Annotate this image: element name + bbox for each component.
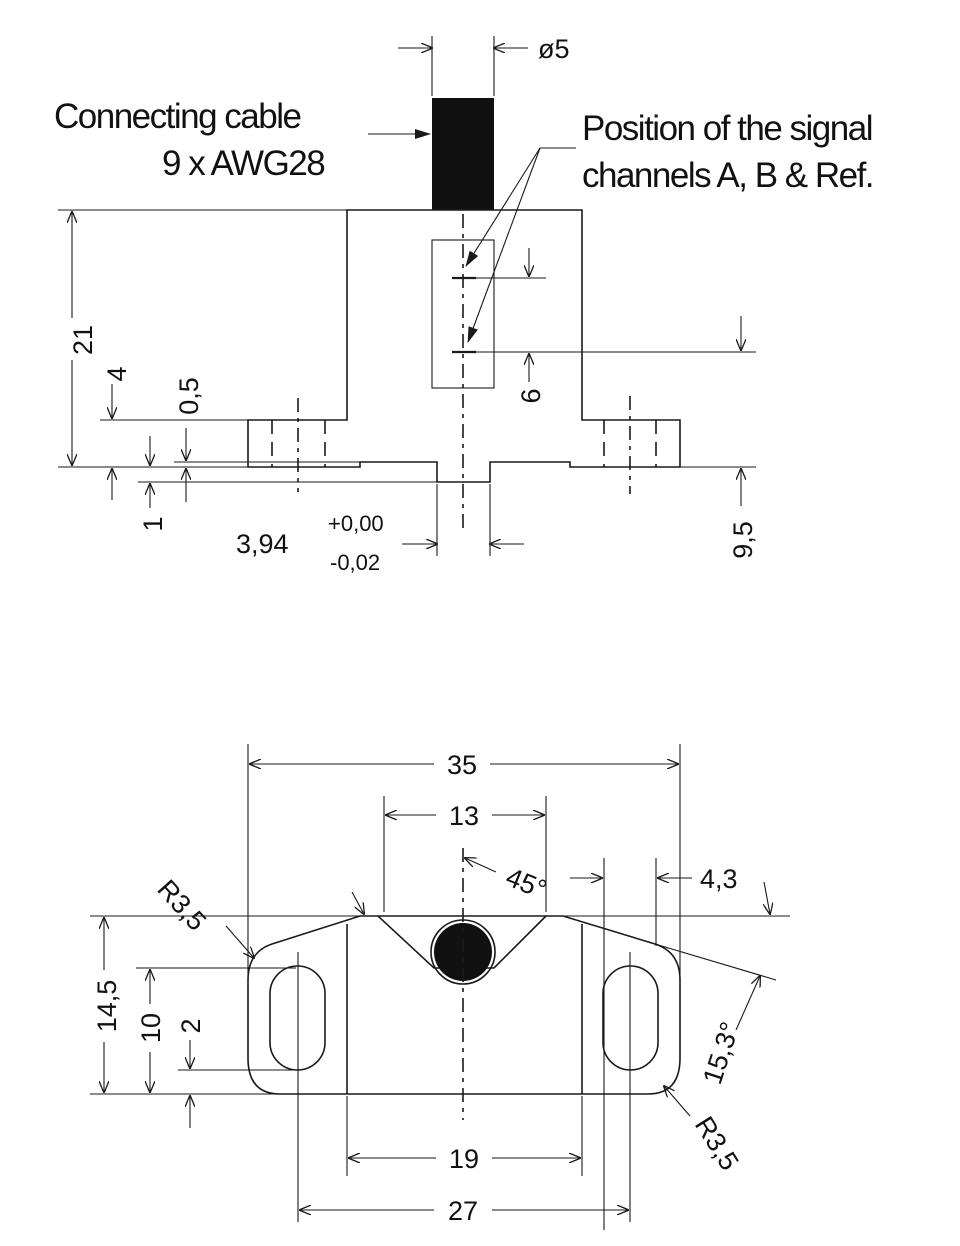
cable-body [432, 98, 494, 210]
dim05-label: 0,5 [174, 377, 204, 415]
radius-left-arrow [225, 925, 254, 958]
top-outline [247, 915, 681, 1095]
dim394-tol-plus: +0,00 [328, 511, 384, 536]
top-view: 35 13 45° 4,3 R3,5 R3,5 15,3° 14,5 [90, 744, 790, 1230]
dim13-label: 13 [449, 801, 479, 831]
radius-left-arrow-top [351, 891, 364, 914]
dim43-label: 4,3 [700, 864, 738, 894]
dim2-label: 2 [176, 1018, 206, 1033]
dim45-arrow [465, 858, 497, 873]
signal-callout-arrow-a [465, 147, 541, 267]
dim1-label: 1 [138, 516, 168, 531]
dim6-label: 6 [516, 388, 546, 403]
dim43-top-arrow [764, 881, 770, 914]
radius-right-arrow [664, 1086, 691, 1117]
dim4-label: 4 [102, 366, 132, 381]
signal-callout-arrow-b [467, 147, 541, 343]
cable-label-line1: Connecting cable [54, 97, 300, 136]
dim145-label: 14,5 [92, 980, 122, 1033]
dim10-label: 10 [136, 1013, 166, 1043]
dim394-tol-minus: -0,02 [330, 550, 380, 575]
dim45-label: 45° [502, 862, 551, 905]
radius-right-label: R3,5 [689, 1111, 745, 1175]
dim27-label: 27 [448, 1196, 478, 1226]
cable-diameter-label: ø5 [538, 34, 570, 64]
signal-label-line1: Position of the signal [582, 109, 872, 148]
dim19-label: 19 [449, 1144, 479, 1174]
side-view: ø5 Connecting cable 9 x AWG28 Position o… [54, 34, 875, 575]
dim21-label: 21 [68, 325, 98, 355]
sensor-body-outline [247, 209, 681, 483]
dim95-label: 9,5 [728, 521, 758, 559]
dim153-angle-line [654, 943, 777, 981]
cable-label-line2: 9 x AWG28 [162, 144, 324, 183]
dim394-label: 3,94 [236, 529, 289, 559]
radius-left-label: R3,5 [152, 874, 212, 936]
dim153-arrow [735, 976, 760, 1031]
dim35-label: 35 [447, 750, 477, 780]
dim153-label: 15,3° [697, 1018, 745, 1088]
signal-label-line2: channels A, B & Ref. [582, 156, 873, 195]
